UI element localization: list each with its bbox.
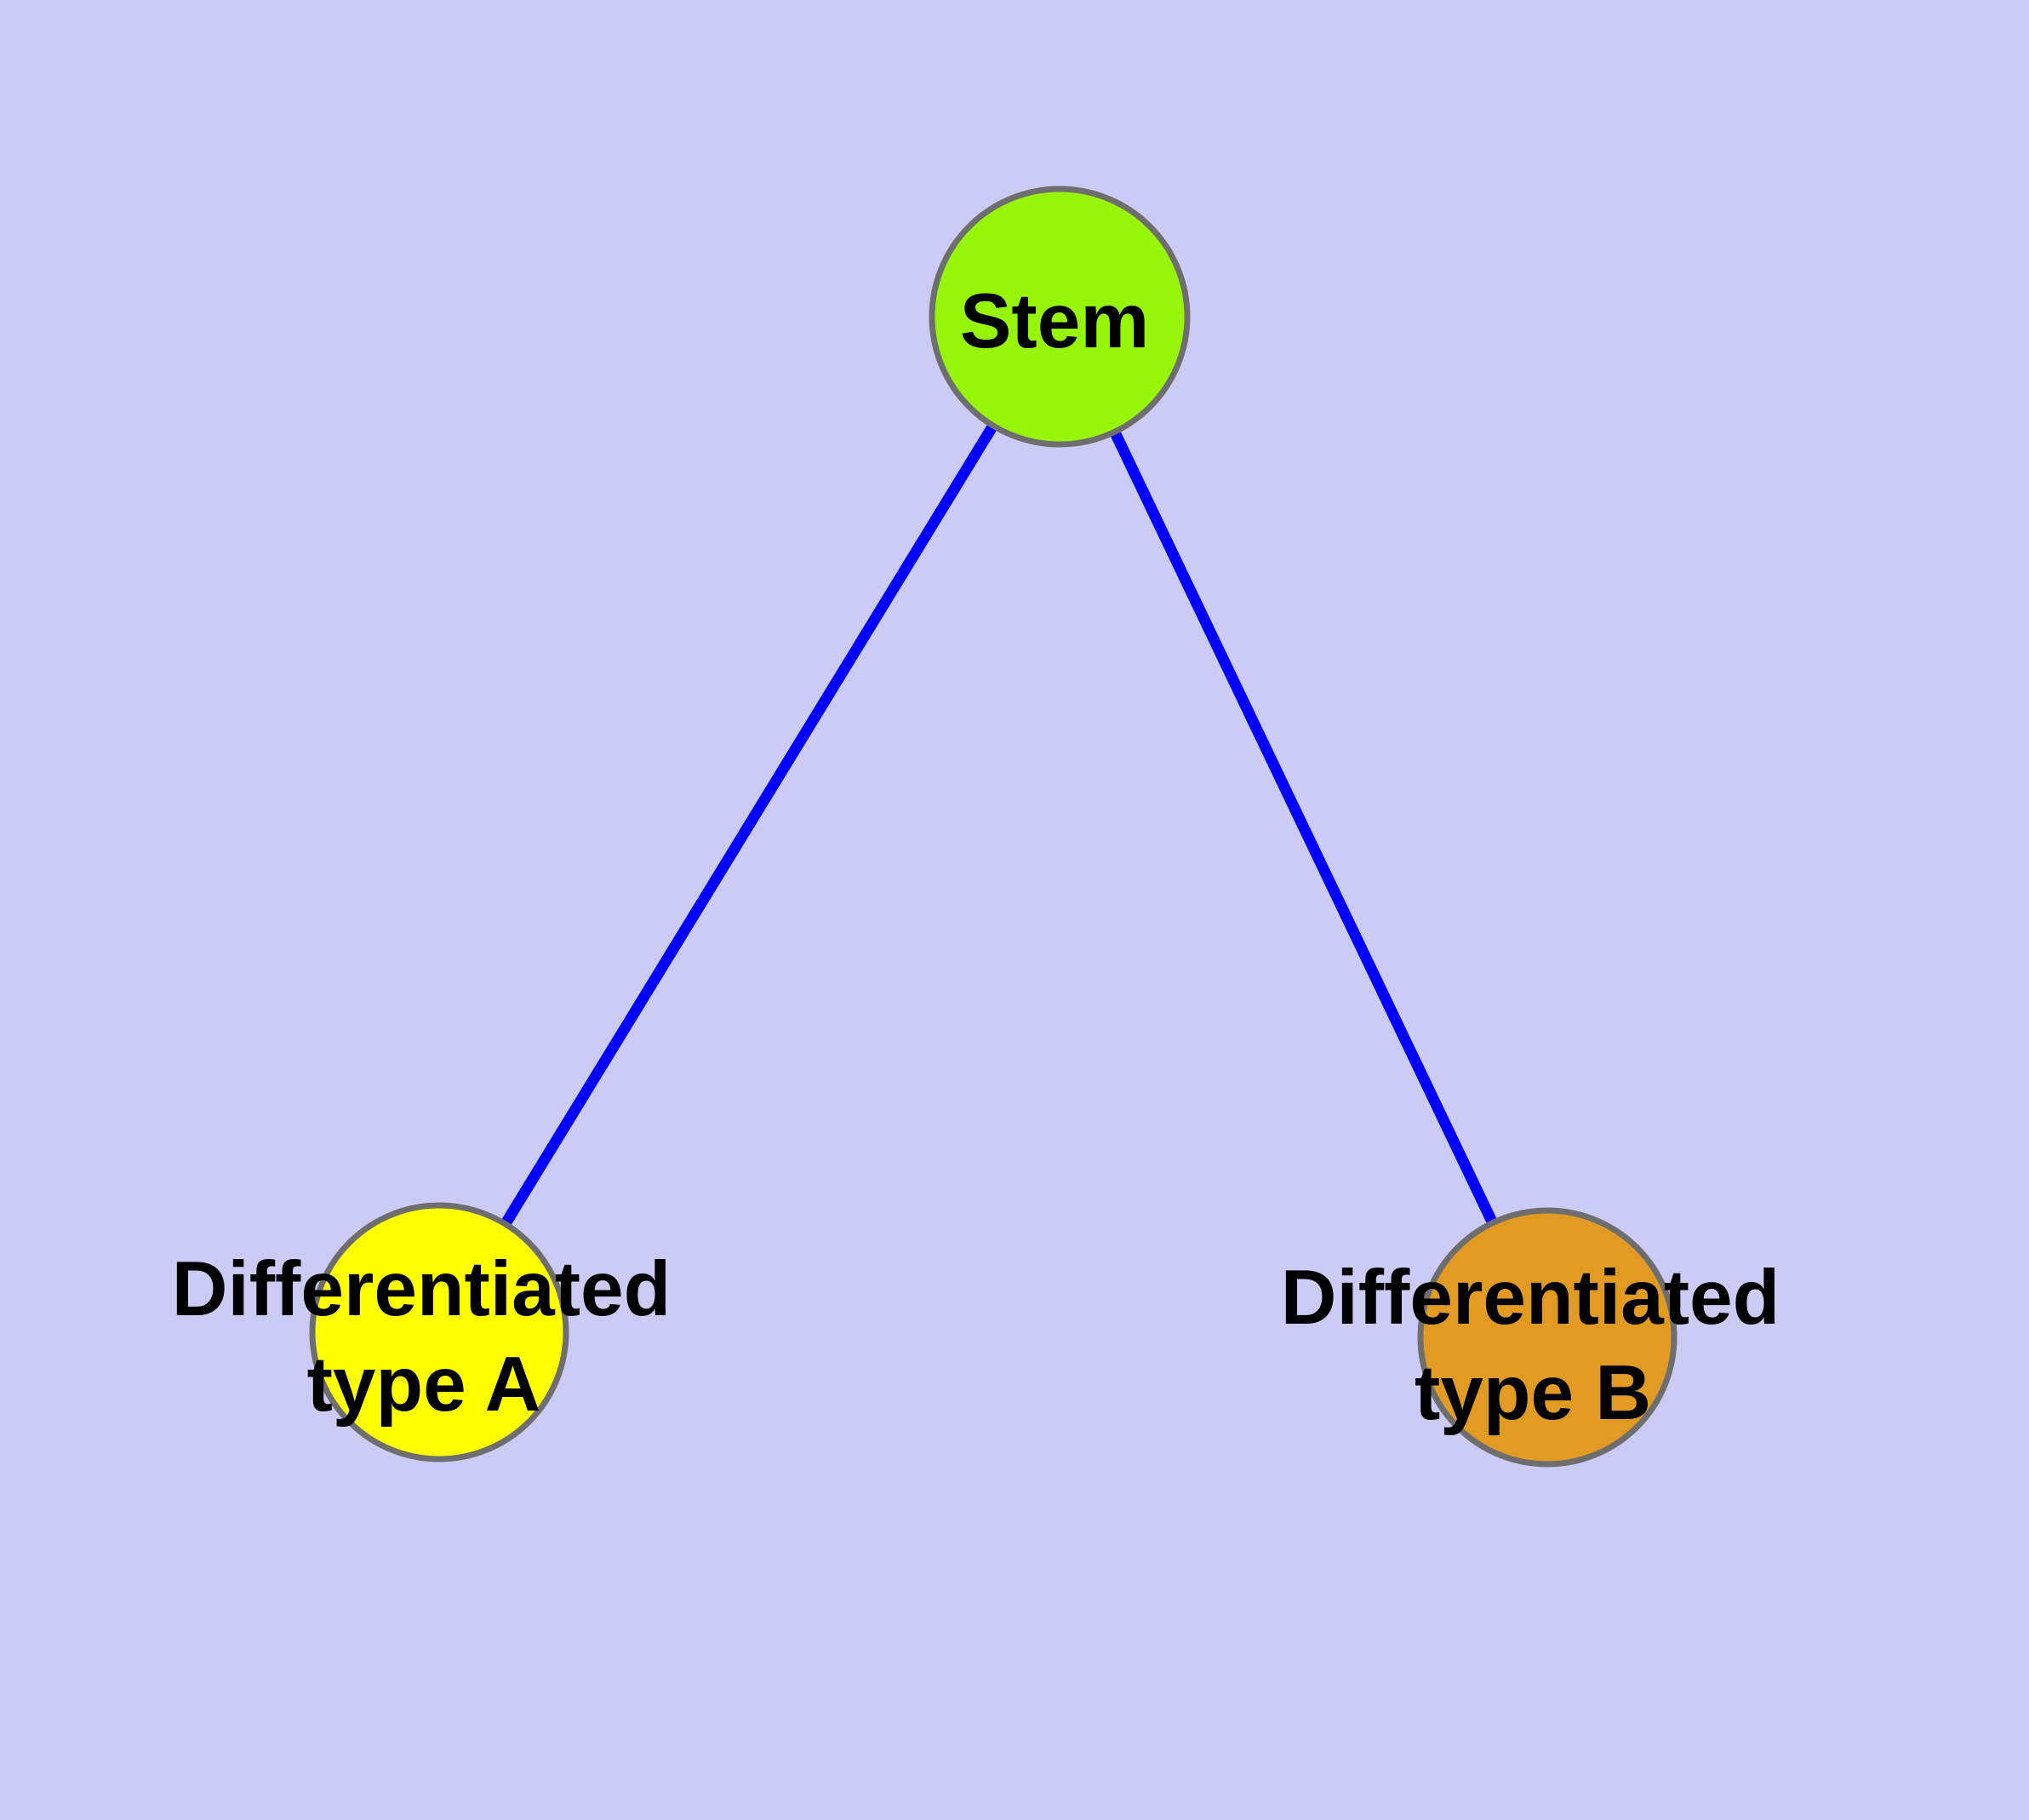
node-type-b-label-line2: type B — [1415, 1350, 1651, 1436]
node-stem — [929, 186, 1191, 448]
node-stem-label: Stem — [960, 278, 1150, 364]
node-differentiated-type-a — [309, 1202, 569, 1462]
node-type-a-label-line1: Differentiated — [172, 1246, 672, 1332]
node-differentiated-type-b — [1417, 1207, 1677, 1468]
edge-stem-to-type-a — [434, 313, 1065, 1336]
edge-stem-to-type-b — [1055, 314, 1552, 1340]
node-type-a-label-line2: type A — [307, 1342, 541, 1428]
node-type-b-label-line1: Differentiated — [1281, 1255, 1780, 1341]
